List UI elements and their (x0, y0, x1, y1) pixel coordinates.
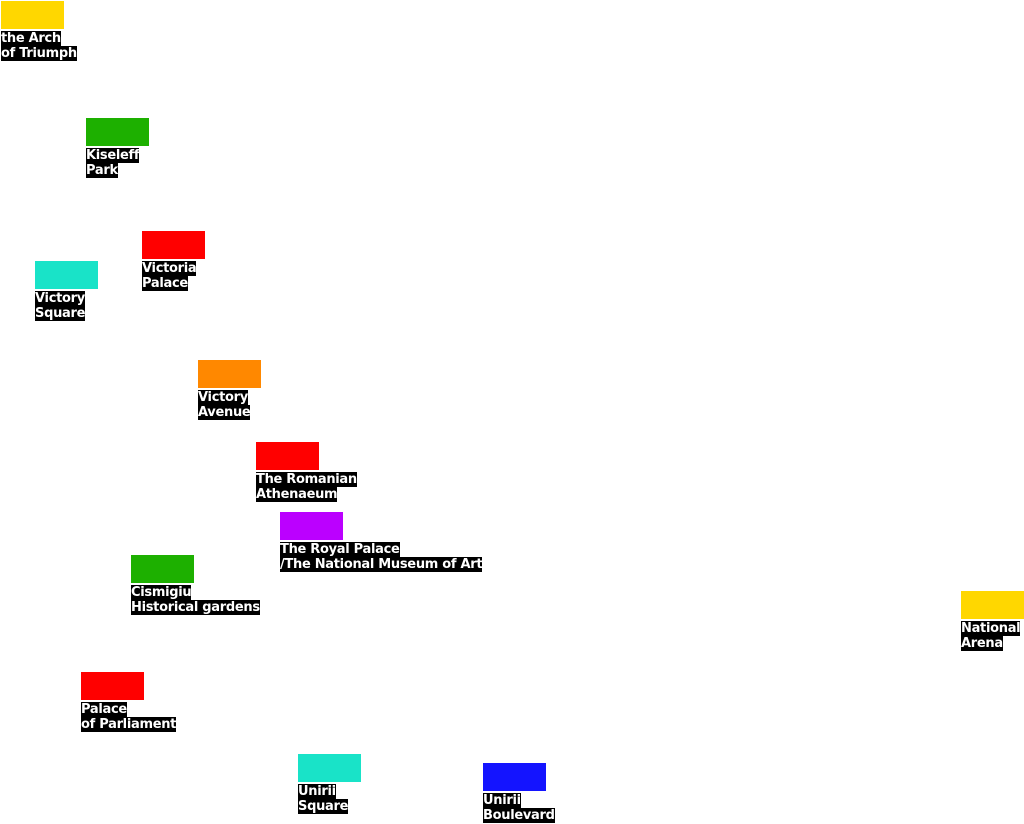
color-swatch (483, 763, 546, 791)
color-swatch (86, 118, 149, 146)
landmark-label: Unirii Square (298, 784, 349, 814)
landmark-royal-palace[interactable]: The Royal Palace /The National Museum of… (280, 512, 483, 572)
landmark-label: Palace of Parliament (81, 702, 177, 732)
color-swatch (35, 261, 98, 289)
landmark-unirii-square[interactable]: Unirii Square (298, 754, 361, 814)
landmark-victory-avenue[interactable]: Victory Avenue (198, 360, 261, 420)
landmark-romanian-athenaeum[interactable]: The Romanian Athenaeum (256, 442, 357, 502)
color-swatch (961, 591, 1024, 619)
landmark-label: National Arena (961, 621, 1021, 651)
color-swatch (142, 231, 205, 259)
landmark-label: The Royal Palace /The National Museum of… (280, 542, 483, 572)
color-swatch (280, 512, 343, 540)
landmark-unirii-boulevard[interactable]: Unirii Boulevard (483, 763, 555, 823)
landmark-kiseleff-park[interactable]: Kiseleff Park (86, 118, 149, 178)
landmark-label: Kiseleff Park (86, 148, 140, 178)
color-swatch (256, 442, 319, 470)
color-swatch (81, 672, 144, 700)
color-swatch (298, 754, 361, 782)
landmark-national-arena[interactable]: National Arena (961, 591, 1024, 651)
color-swatch (1, 1, 64, 29)
landmark-cismigiu-gardens[interactable]: Cismigiu Historical gardens (131, 555, 260, 615)
landmark-label: Victoria Palace (142, 261, 197, 291)
landmark-palace-of-parliament[interactable]: Palace of Parliament (81, 672, 176, 732)
color-swatch (131, 555, 194, 583)
landmark-label: Victory Square (35, 291, 86, 321)
landmark-label: Unirii Boulevard (483, 793, 555, 823)
landmark-label: the Arch of Triumph (1, 31, 77, 61)
landmark-arch-of-triumph[interactable]: the Arch of Triumph (1, 1, 77, 61)
landmark-victoria-palace[interactable]: Victoria Palace (142, 231, 205, 291)
landmark-label: Cismigiu Historical gardens (131, 585, 260, 615)
landmark-label: The Romanian Athenaeum (256, 472, 357, 502)
color-swatch (198, 360, 261, 388)
landmark-victory-square[interactable]: Victory Square (35, 261, 98, 321)
landmark-label: Victory Avenue (198, 390, 251, 420)
